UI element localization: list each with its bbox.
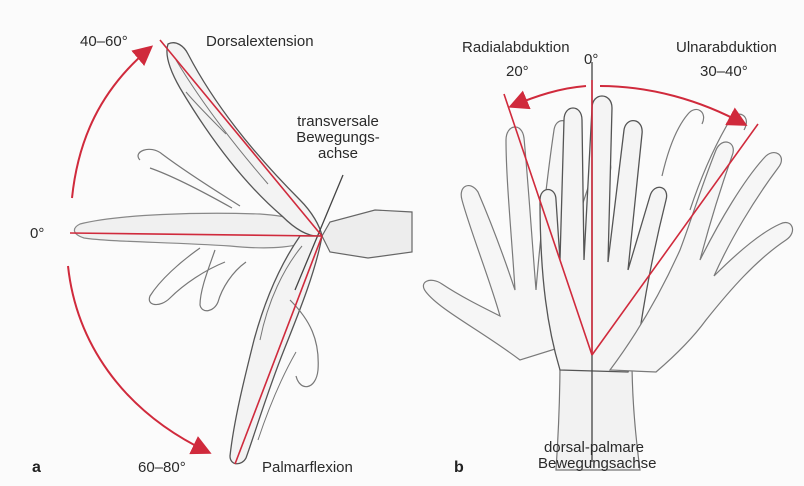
neutral-angle-label: 0° <box>30 226 44 242</box>
flexion-angle-label: 60–80° <box>138 460 186 476</box>
flexion-line <box>235 236 322 464</box>
forearm-sketch <box>322 210 412 258</box>
radial-abduction-label: Radialabduktion <box>462 40 570 56</box>
panel-b-letter: b <box>454 460 464 477</box>
flexion-arc-arrow <box>68 266 208 452</box>
radial-arc-arrow <box>512 86 586 106</box>
panel-b-drawing <box>423 62 792 470</box>
extension-label: Dorsalextension <box>206 34 314 50</box>
panel-a-letter: a <box>32 460 41 477</box>
transverse-axis-label: transversale Bewegungs- achse <box>290 114 386 161</box>
radial-angle-label: 20° <box>506 64 529 80</box>
ulnar-arc-arrow <box>600 86 744 124</box>
panel-a-drawing <box>68 40 412 464</box>
ulnar-abduction-label: Ulnarabduktion <box>676 40 777 56</box>
neutral-angle-label-b: 0° <box>584 52 598 68</box>
flexion-label: Palmarflexion <box>262 460 353 476</box>
dorsal-palmar-axis-label: dorsal-palmare Bewegungsachse <box>538 440 650 472</box>
extension-angle-label: 40–60° <box>80 34 128 50</box>
extension-arc-arrow <box>72 48 150 198</box>
ulnar-angle-label: 30–40° <box>700 64 748 80</box>
